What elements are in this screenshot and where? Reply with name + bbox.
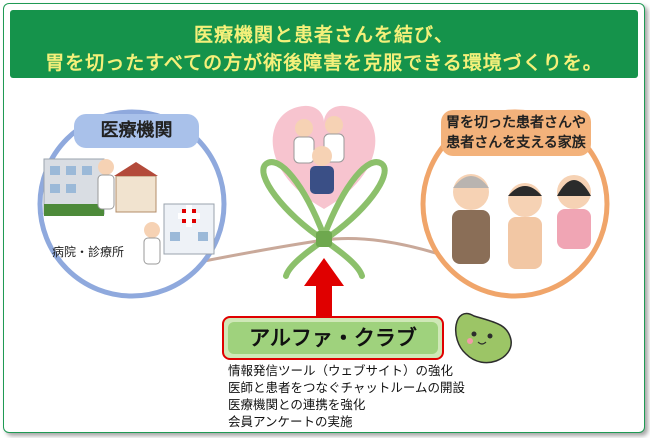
infographic-frame: 医療機関と患者さんを結び、 胃を切ったすべての方が術後障害を克服できる環境づくり… bbox=[3, 3, 645, 433]
alpha-club-box-fill bbox=[228, 322, 438, 354]
activity-item: 医療機関との連携を強化 bbox=[228, 397, 366, 412]
alpha-club-box: アルファ・クラブ bbox=[222, 316, 444, 360]
banner-line-2: 胃を切ったすべての方が術後障害を克服できる環境づくりを。 bbox=[45, 52, 603, 74]
hospital-illustration bbox=[43, 158, 215, 265]
arrow-up-icon bbox=[304, 258, 344, 316]
activity-item: 医師と患者をつなぐチャットルームの開設 bbox=[228, 380, 466, 395]
activity-item: 会員アンケートの実施 bbox=[228, 414, 353, 429]
illustration-layer bbox=[37, 105, 610, 364]
family-illustration bbox=[452, 174, 591, 269]
family-label-line-2: 患者さんを支える家族 bbox=[446, 135, 586, 151]
doctors-illustration bbox=[293, 116, 345, 194]
patients-family-label: 胃を切った患者さんや 患者さんを支える家族 bbox=[441, 110, 591, 156]
activity-item: 情報発信ツール（ウェブサイト）の強化 bbox=[228, 363, 454, 378]
family-label-line-1: 胃を切った患者さんや bbox=[446, 115, 586, 131]
banner-line-1: 医療機関と患者さんを結び、 bbox=[193, 24, 454, 46]
header-banner: 医療機関と患者さんを結び、 胃を切ったすべての方が術後障害を克服できる環境づくり… bbox=[10, 10, 638, 78]
alpha-club-label: アルファ・クラブ bbox=[249, 326, 417, 350]
hospital-caption: 病院・診療所 bbox=[52, 245, 125, 259]
mascot-icon bbox=[454, 312, 512, 364]
medical-institution-label: 医療機関 bbox=[74, 114, 199, 148]
ribbon-knot bbox=[316, 231, 332, 247]
activity-list: 情報発信ツール（ウェブサイト）の強化 医師と患者をつなぐチャットルームの開設 医… bbox=[228, 362, 465, 430]
